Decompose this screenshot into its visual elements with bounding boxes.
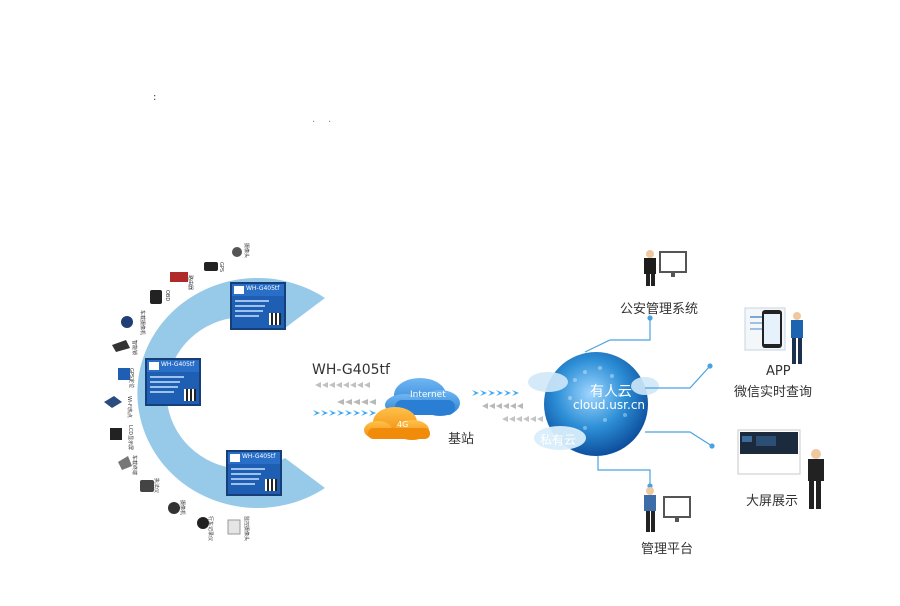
arrow-gray-left-top (315, 382, 370, 388)
device-label: 车载摄像机 (139, 310, 145, 336)
device-label: 智能锁 (131, 340, 137, 356)
internet-label: Internet (410, 390, 446, 400)
stray-dot-1: : (153, 92, 157, 103)
person-public-security (644, 250, 656, 286)
globe-dots (568, 366, 627, 430)
monitor-management (663, 496, 691, 518)
device-label: GPS (218, 262, 224, 273)
person-big-screen (808, 449, 824, 509)
module-model-label: WH-G405tf (312, 362, 390, 378)
device-label: 摄像机 (179, 500, 185, 516)
device-label: 监控摄像头 (243, 516, 249, 542)
arrow-gray-right (482, 403, 523, 409)
stray-dot-2: . (312, 114, 316, 125)
device-label: 车载终端 (131, 455, 137, 476)
device-label: 路由器 (187, 275, 193, 291)
public-security-label: 公安管理系统 (620, 302, 699, 317)
module-middle: WH-G405tf (145, 358, 201, 406)
4g-label: 4G (397, 420, 409, 429)
private-cloud-label: 私有云 (540, 433, 577, 447)
cloud-name-label: 有人云 (590, 384, 632, 400)
app-sub-label: 微信实时查询 (734, 385, 813, 400)
device-label: GPS定位 (128, 368, 134, 389)
module-chip-name: WH-G405tf (242, 453, 276, 460)
arrow-to-globe (472, 390, 519, 396)
big-screen-label: 大屏展示 (746, 494, 799, 509)
module-top: WH-G405tf (230, 282, 286, 330)
connector-lines (584, 315, 715, 489)
module-bottom: WH-G405tf (226, 450, 282, 496)
person-app (791, 312, 803, 364)
monitor-public-security (659, 251, 687, 273)
device-label: 行车记录仪 (207, 516, 213, 542)
c-ring (137, 278, 325, 508)
arrow-gray-right-2 (502, 416, 543, 422)
device-label: OBD (164, 290, 170, 302)
module-chip-name: WH-G405tf (161, 361, 195, 368)
module-chip-name: WH-G405tf (246, 285, 280, 292)
stray-dot-3: . (328, 114, 332, 125)
arrow-gray-left (337, 399, 376, 405)
cloud-url-label: cloud.usr.cn (573, 398, 646, 412)
device-icons (104, 247, 242, 535)
device-label: 执法仪 (153, 478, 159, 494)
device-label: LCD显示屏 (127, 425, 133, 451)
person-management (644, 487, 656, 532)
base-station-label: 基站 (448, 432, 475, 447)
arrow-to-cloud-left (313, 410, 376, 416)
management-label: 管理平台 (641, 542, 694, 557)
cloud-4g (364, 407, 430, 440)
app-title-label: APP (766, 364, 791, 379)
device-label: Wi-Fi热点 (126, 396, 132, 418)
device-label: 摄像头 (243, 243, 249, 259)
